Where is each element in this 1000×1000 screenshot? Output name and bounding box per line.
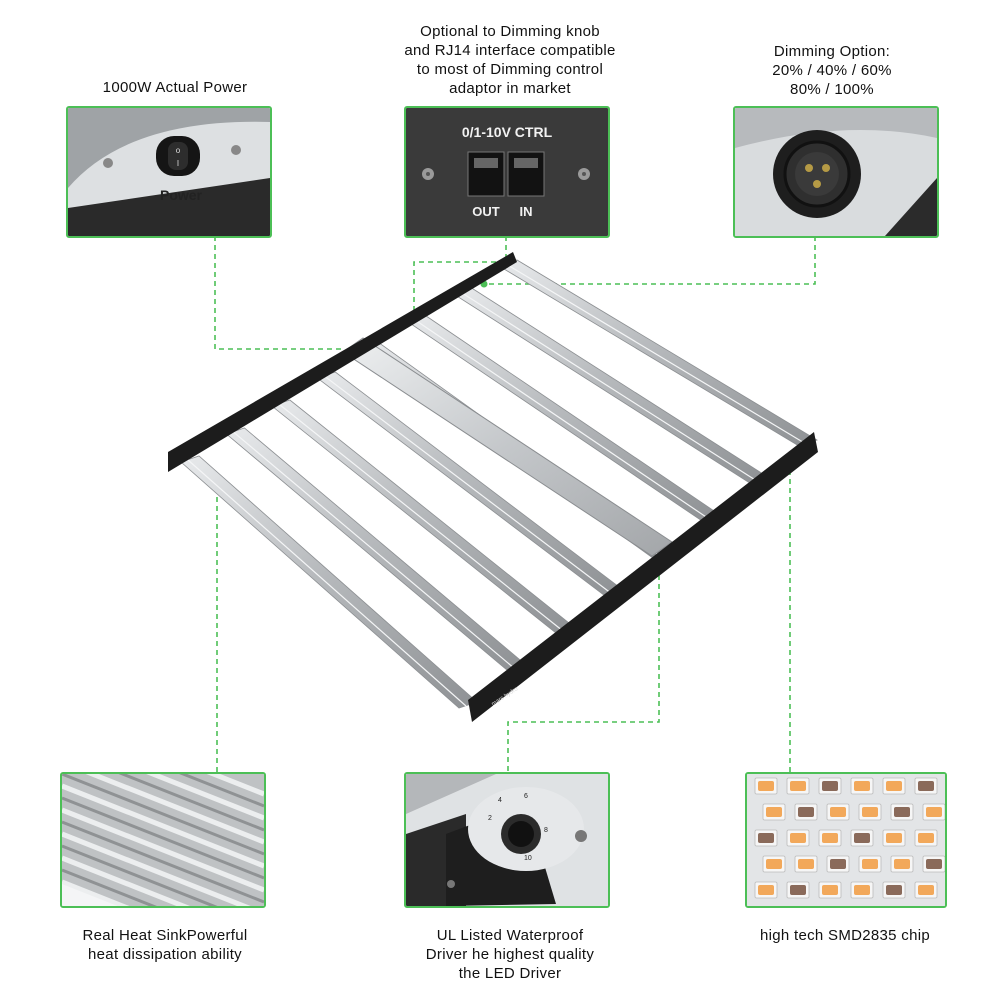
heatsink-fin	[62, 774, 264, 856]
smd-chip-lens	[822, 781, 838, 791]
driver-dial-closeup: 4 6 8 10 2	[406, 774, 608, 906]
smd-chip-lens	[790, 833, 806, 843]
heatsink-fin	[62, 796, 264, 880]
svg-text:I: I	[177, 159, 179, 168]
smd-chip-lens	[918, 833, 934, 843]
caption-power: 1000W Actual Power	[102, 79, 248, 96]
caption-rj14: Optional to Dimming knob and RJ14 interf…	[404, 23, 616, 97]
panel-chip	[745, 772, 947, 908]
heatsink-fin	[62, 820, 264, 904]
heatsink-fin	[206, 774, 264, 797]
svg-text:8: 8	[544, 827, 548, 834]
smd-chip-lens	[854, 833, 870, 843]
power-label: Power	[160, 187, 203, 203]
smd-chip-lens	[886, 885, 902, 895]
svg-text:10: 10	[524, 855, 532, 862]
smd-chip-closeup	[747, 774, 945, 906]
smd-chip-lens	[854, 885, 870, 895]
panel-driver: 4 6 8 10 2	[404, 772, 610, 908]
heatsink-fin	[62, 831, 251, 906]
heatsink-fin	[118, 774, 264, 832]
svg-text:o: o	[176, 146, 181, 155]
smd-chip-lens	[758, 781, 774, 791]
heatsink-fin	[62, 807, 264, 893]
smd-chip-lens	[862, 807, 878, 817]
svg-text:4: 4	[498, 797, 502, 804]
frame-rail-bottom	[468, 432, 818, 722]
rj14-closeup: 0/1-10V CTRL OUT IN	[406, 108, 608, 236]
light-bar-highlight	[505, 263, 807, 445]
smd-chip-lens	[822, 885, 838, 895]
panel-power: o I Power	[66, 106, 272, 238]
heatsink-fin	[179, 774, 264, 808]
heatsink-fin	[146, 774, 264, 821]
heatsink-closeup	[62, 774, 264, 906]
caption-chip: high tech SMD2835 chip	[759, 927, 931, 944]
port-in-label: IN	[520, 204, 533, 219]
light-bar-highlight	[233, 431, 515, 670]
leader-rj14	[413, 236, 507, 318]
smd-chip-lens	[926, 807, 942, 817]
smd-chip-lens	[886, 833, 902, 843]
smd-chip-lens	[918, 885, 934, 895]
panel-heatsink	[60, 772, 266, 908]
smd-chip-lens	[894, 859, 910, 869]
light-bar-highlight	[323, 375, 613, 595]
connector-icon	[773, 130, 861, 218]
heatsink-fin	[62, 855, 190, 906]
smd-chip-lens	[798, 807, 814, 817]
heatsink-fin	[85, 774, 264, 845]
svg-text:2: 2	[488, 815, 492, 822]
smd-chip-lens	[790, 781, 806, 791]
smd-chip-lens	[886, 781, 902, 791]
light-bar-highlight	[187, 459, 467, 707]
leader-dimming	[484, 236, 816, 285]
heatsink-fin	[62, 844, 218, 906]
smd-chip-lens	[918, 781, 934, 791]
smd-chip-lens	[766, 807, 782, 817]
smd-chip-lens	[926, 859, 942, 869]
ctrl-title: 0/1-10V CTRL	[462, 124, 553, 140]
smd-chip-lens	[862, 859, 878, 869]
caption-driver: UL Listed Waterproof Driver he highest q…	[425, 927, 595, 982]
smd-chip-lens	[798, 859, 814, 869]
smd-chip-lens	[822, 833, 838, 843]
smd-chip-lens	[830, 807, 846, 817]
heatsink-fin	[62, 868, 157, 906]
power-switch-closeup: o I Power	[68, 108, 270, 236]
frame-rail-top	[168, 252, 517, 472]
panel-dimming	[733, 106, 939, 238]
light-bar-highlight	[460, 291, 758, 482]
smd-chip-lens	[758, 833, 774, 843]
smd-chip-lens	[766, 859, 782, 869]
port-out-label: OUT	[472, 204, 500, 219]
light-bars	[180, 259, 818, 709]
panel-rj14: 0/1-10V CTRL OUT IN	[404, 106, 610, 238]
light-bar-highlight	[278, 403, 564, 632]
svg-text:6: 6	[524, 793, 528, 800]
dimming-connector-closeup	[735, 108, 937, 236]
smd-chip-lens	[894, 807, 910, 817]
smd-chip-lens	[830, 859, 846, 869]
smd-chip-lens	[758, 885, 774, 895]
heatsink-fin	[62, 879, 130, 906]
leader-power	[214, 236, 345, 350]
heatsink-fin	[62, 783, 264, 869]
smd-chip-lens	[854, 781, 870, 791]
caption-dimming: Dimming Option: 20% / 40% / 60% 80% / 10…	[772, 43, 892, 98]
caption-heatsink: Real Heat SinkPowerful heat dissipation …	[82, 927, 248, 963]
heatsink-edge	[62, 884, 264, 906]
smd-chip-lens	[790, 885, 806, 895]
light-bar-highlight	[414, 319, 710, 520]
